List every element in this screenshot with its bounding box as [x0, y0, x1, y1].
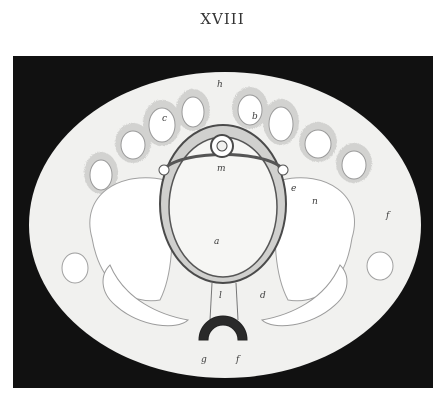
label-g: g	[201, 355, 207, 365]
label-h: h	[217, 80, 223, 90]
label-n: n	[312, 197, 318, 207]
label-b: b	[252, 112, 258, 122]
label-c: c	[162, 114, 167, 124]
label-d: d	[260, 291, 266, 301]
central-ring	[159, 125, 288, 283]
label-e: e	[291, 184, 296, 194]
label-a: a	[214, 237, 219, 247]
label-m: m	[217, 164, 226, 174]
label-l: l	[219, 291, 222, 301]
